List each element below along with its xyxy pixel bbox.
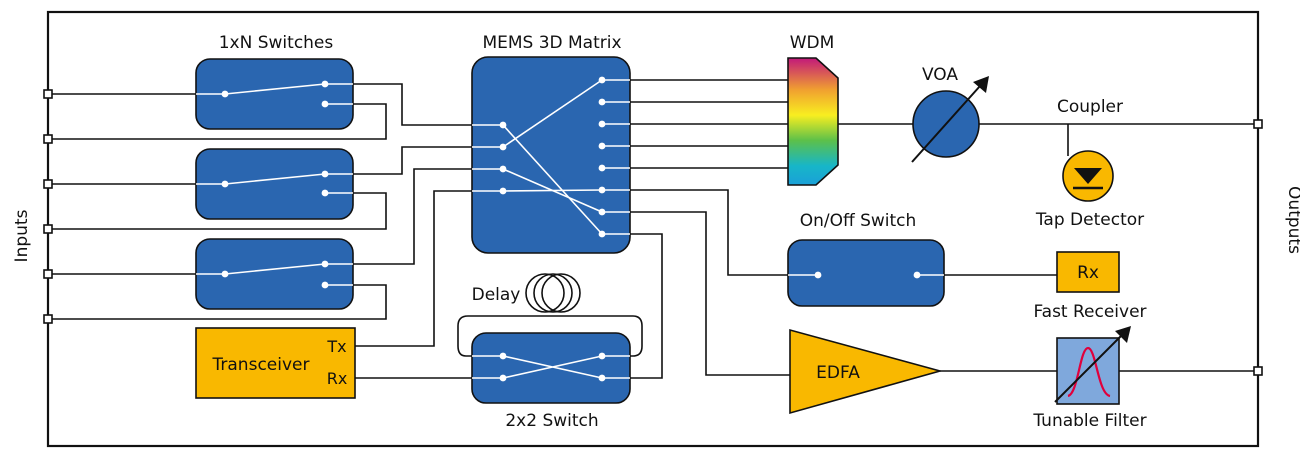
switch-2x2 [471,332,631,404]
tunable-filter-label: Tunable Filter [1032,411,1146,431]
transceiver-tx-label: Tx [326,337,346,356]
edfa-label: EDFA [816,363,860,383]
outputs-label: Outputs [1284,186,1300,254]
mems-title: MEMS 3D Matrix [482,33,621,53]
voa [911,76,989,163]
delay-coil [525,273,581,313]
output-ports [1253,119,1263,376]
switch-2x2-label: 2x2 Switch [505,411,598,431]
edfa: EDFA [789,328,944,415]
wires [48,79,1258,379]
tunable-filter [1054,326,1131,405]
switches-1xn-title: 1xN Switches [219,33,334,53]
tap-detector-label: Tap Detector [1035,210,1144,230]
onoff-title: On/Off Switch [800,211,917,231]
input-ports [43,89,53,324]
mems-matrix [471,56,631,254]
onoff-switch [787,239,945,307]
rx-box-label: Rx [1077,263,1099,283]
voa-title: VOA [922,65,958,85]
switch-1xn-2 [195,148,354,220]
delay-label: Delay [472,285,521,305]
coupler-title: Coupler [1057,97,1123,117]
transceiver-rx-label: Rx [327,369,348,388]
tap-detector [1062,150,1114,202]
switch-1xn-1 [195,58,354,130]
switch-1xn-3 [195,238,354,310]
fast-receiver-label: Fast Receiver [1033,302,1146,322]
inputs-label: Inputs [12,209,32,262]
transceiver-label: Transceiver [212,355,310,375]
rx-box: Rx [1056,251,1120,293]
wdm-title: WDM [790,33,835,53]
transceiver: Transceiver Tx Rx [195,327,356,399]
wdm-block [787,57,839,186]
